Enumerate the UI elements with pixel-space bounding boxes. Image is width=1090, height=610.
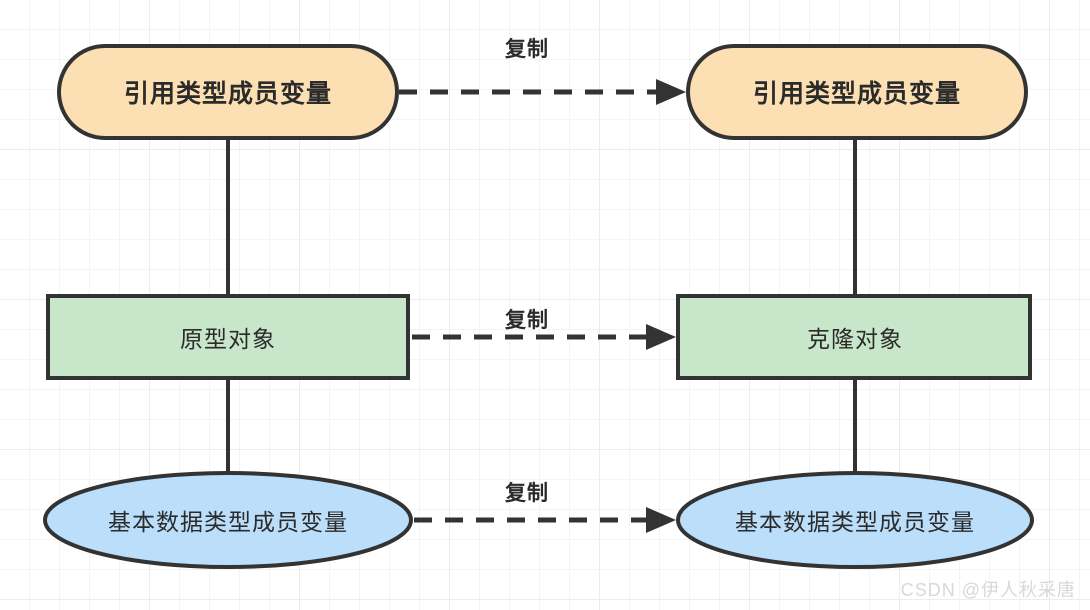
node-primitive-member-target[interactable]: [676, 471, 1034, 569]
edge-top-arrowhead: [656, 79, 686, 105]
node-label-primitive-member-source: 基本数据类型成员变量: [108, 509, 348, 535]
edge-label-bottom: 复制: [505, 482, 549, 505]
node-clone-object[interactable]: [676, 294, 1032, 380]
node-label-ref-member-source: 引用类型成员变量: [123, 80, 333, 108]
node-ref-member-target[interactable]: [686, 44, 1028, 140]
node-label-prototype-object: 原型对象: [180, 326, 276, 352]
edge-label-top: 复制: [505, 38, 549, 61]
csdn-watermark: CSDN @伊人秋采唐: [900, 580, 1076, 600]
node-ref-member-source[interactable]: [57, 44, 399, 140]
edge-label-middle: 复制: [505, 309, 549, 332]
node-label-primitive-member-target: 基本数据类型成员变量: [735, 509, 975, 535]
node-prototype-object[interactable]: [46, 294, 410, 380]
node-primitive-member-source[interactable]: [43, 471, 413, 569]
edge-bottom-arrowhead: [646, 507, 676, 533]
node-label-clone-object: 克隆对象: [807, 326, 903, 352]
edge-middle-arrowhead: [646, 324, 676, 350]
node-label-ref-member-target: 引用类型成员变量: [752, 80, 962, 108]
